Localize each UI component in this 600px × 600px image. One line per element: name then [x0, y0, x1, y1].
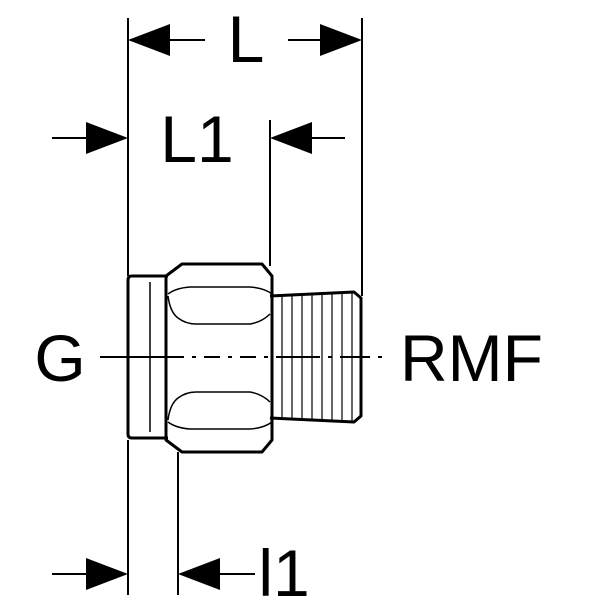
- label-l1: l1: [258, 536, 309, 600]
- arrowhead-l1-left: [86, 558, 128, 590]
- arrowhead-L1-left: [86, 122, 128, 154]
- arrowhead-L-right: [320, 24, 362, 56]
- dimension-L1: L1: [52, 102, 345, 176]
- arrowhead-l1-right: [178, 558, 220, 590]
- hex-nut-upper-facet: [167, 286, 273, 295]
- dimension-L: L: [128, 2, 362, 76]
- arrowhead-L-left: [128, 24, 170, 56]
- label-connection-right: RMF: [400, 321, 543, 395]
- hex-nut-lower-facet: [167, 391, 271, 421]
- label-L: L: [228, 2, 265, 76]
- hex-nut-upper-facet-2: [167, 295, 271, 325]
- label-connection-left: G: [34, 321, 85, 395]
- extension-lines: [127, 18, 363, 595]
- dimension-l1: l1: [52, 536, 310, 600]
- hex-nut-lower-facet-2: [167, 421, 273, 430]
- arrowhead-L1-right: [270, 122, 312, 154]
- hex-nut-outline: [164, 262, 274, 454]
- label-L1: L1: [160, 102, 233, 176]
